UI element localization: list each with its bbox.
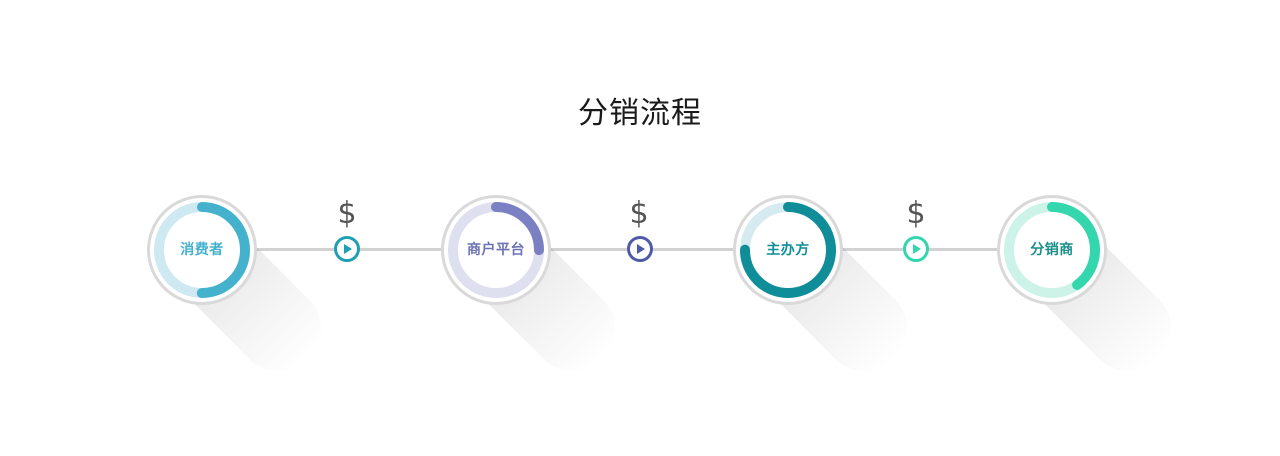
- node-organizer: 主办方: [733, 195, 843, 305]
- node-label: 商户平台: [467, 242, 525, 258]
- dollar-icon: $: [629, 196, 649, 231]
- node-merchant-platform: 商户平台: [441, 195, 551, 305]
- ring-progress-arc: [448, 202, 544, 298]
- progress-ring: [740, 202, 836, 298]
- node-label: 分销商: [1030, 242, 1074, 258]
- play-circle-icon[interactable]: [333, 235, 361, 263]
- progress-ring: [154, 202, 250, 298]
- play-circle-icon[interactable]: [902, 235, 930, 263]
- play-triangle: [637, 244, 645, 254]
- play-triangle: [344, 244, 352, 254]
- dollar-icon: $: [906, 196, 926, 231]
- node-distributor: 分销商: [997, 195, 1107, 305]
- ring-progress-arc: [154, 202, 250, 298]
- play-circle-icon[interactable]: [626, 235, 654, 263]
- node-label: 主办方: [766, 242, 810, 258]
- ring-progress-arc: [1004, 202, 1100, 298]
- progress-ring: [1004, 202, 1100, 298]
- progress-ring: [448, 202, 544, 298]
- node-consumer: 消费者: [147, 195, 257, 305]
- ring-progress-arc: [740, 202, 836, 298]
- node-label: 消费者: [180, 242, 224, 258]
- page-title: 分销流程: [578, 96, 702, 131]
- dollar-icon: $: [337, 196, 357, 231]
- play-triangle: [913, 244, 921, 254]
